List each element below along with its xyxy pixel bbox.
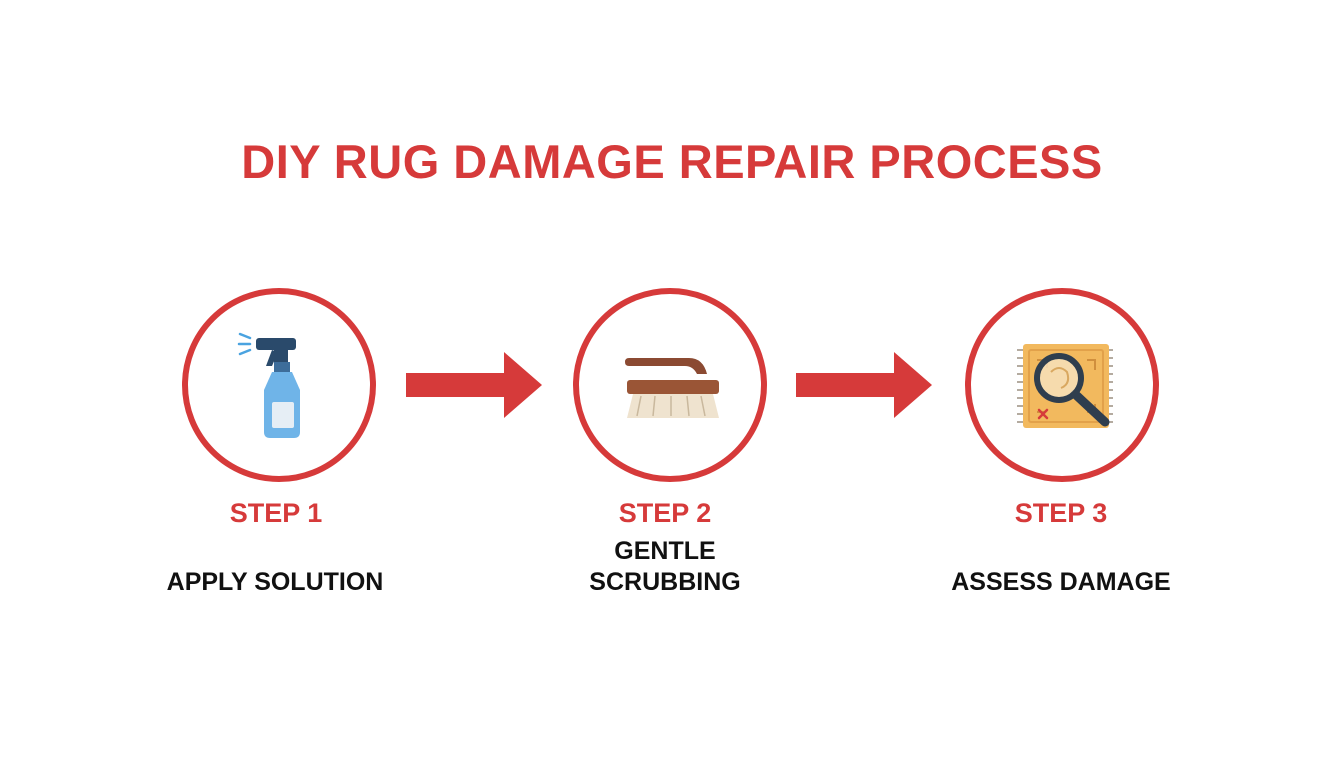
step-1-description-line: APPLY SOLUTION (166, 568, 384, 596)
step-1-description: APPLY SOLUTION (125, 567, 425, 598)
arrow-2-to-3 (796, 352, 932, 418)
step-2-circle (573, 288, 767, 482)
step-2-description: GENTLE SCRUBBING (515, 536, 815, 598)
step-3-description: ASSESS DAMAGE (911, 567, 1211, 598)
step-1-circle (182, 288, 376, 482)
arrow-1-to-2 (406, 352, 542, 418)
step-3-circle (965, 288, 1159, 482)
step-2-description-line-1: GENTLE (614, 537, 716, 565)
scrub-brush-icon (625, 358, 719, 418)
magnifier-rug-icon (1017, 344, 1113, 428)
step-3-label: STEP 3 (1014, 498, 1108, 528)
spray-bottle-icon (237, 332, 300, 438)
step-2-label: STEP 2 (618, 498, 712, 528)
step-1-label: STEP 1 (229, 498, 323, 528)
diagram-title: DIY RUG DAMAGE REPAIR PROCESS (241, 135, 1103, 188)
step-2-description-line-2: SCRUBBING (589, 568, 741, 596)
step-3-description-line: ASSESS DAMAGE (951, 568, 1171, 596)
